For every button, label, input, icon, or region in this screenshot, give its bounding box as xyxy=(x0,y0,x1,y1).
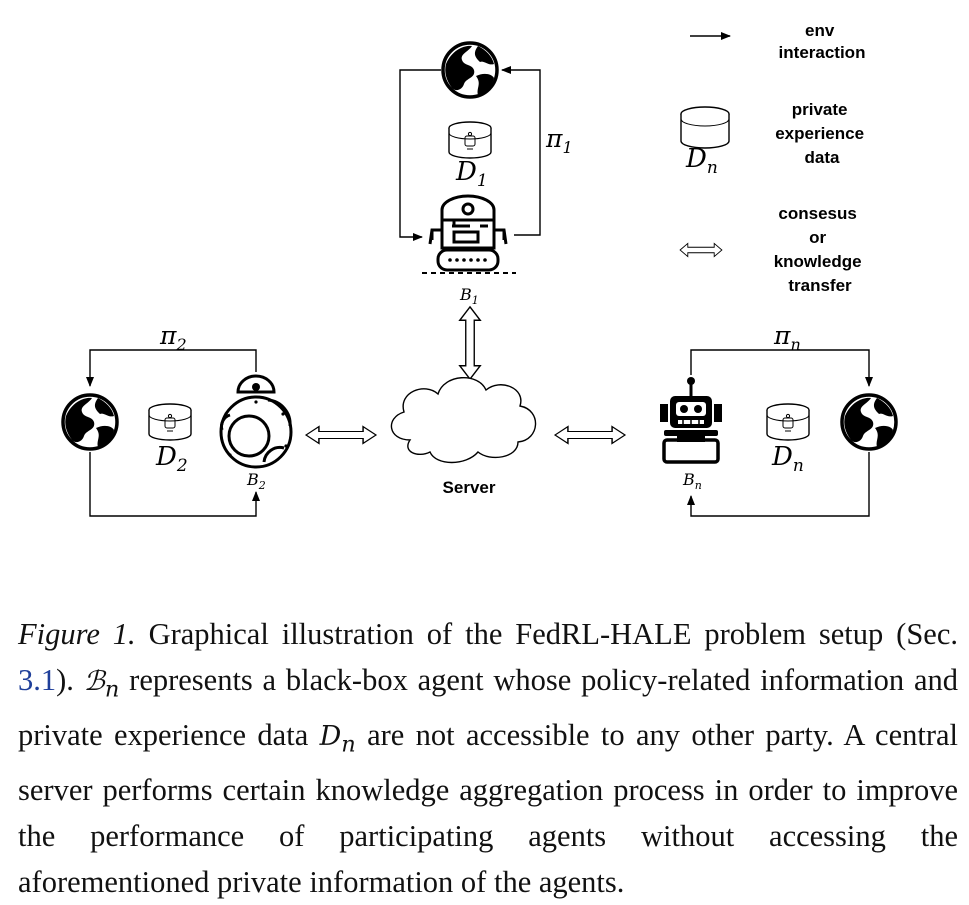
math-symbol-dn: Dn xyxy=(320,721,356,752)
policy-label-pi1: π1 xyxy=(545,124,573,157)
svg-text:private experience: private experience data xyxy=(775,100,869,167)
cloud-icon xyxy=(391,378,535,463)
policy-label-pin: πn xyxy=(773,321,801,354)
agent-right: Bn Dn πn xyxy=(660,321,896,516)
fedrl-hale-diagram: env interaction Dn private experience da… xyxy=(0,0,969,560)
legend-consensus-text: consesus xyxy=(778,204,856,223)
knowledge-transfer-arrow-left xyxy=(306,427,376,444)
caption-text: ). xyxy=(56,663,84,697)
legend-consensus-text: knowledge xyxy=(774,252,862,271)
agent-label-b1: B1 xyxy=(459,285,479,307)
ball-robot-icon xyxy=(221,376,291,467)
globe-icon xyxy=(842,395,896,449)
figure-caption: Figure 1. Graphical illustration of the … xyxy=(18,611,958,905)
policy-arrow xyxy=(90,350,256,386)
data-label-d1: D1 xyxy=(455,157,488,191)
legend-private-text: data xyxy=(805,148,841,167)
policy-label-pi2: π2 xyxy=(159,321,187,354)
robot-icon xyxy=(422,196,516,273)
robot-head-icon xyxy=(660,377,722,462)
legend-consensus-text: transfer xyxy=(788,276,852,295)
legend-consensus-text: or xyxy=(809,228,826,247)
legend-double-arrow xyxy=(680,243,722,256)
legend-database-icon xyxy=(681,107,729,148)
figure-label: Figure 1. xyxy=(18,617,136,651)
agent-left: D2 B2 π2 xyxy=(63,321,291,516)
globe-icon xyxy=(63,395,117,449)
database-icon xyxy=(767,404,809,440)
server: Server xyxy=(391,378,535,497)
legend: env interaction Dn private experience da… xyxy=(680,21,869,295)
knowledge-transfer-arrow-right xyxy=(555,427,625,444)
svg-text:consesus or knowle: consesus or knowledge transfer xyxy=(774,204,867,295)
globe-icon xyxy=(443,43,497,97)
caption-text: Graphical illustration of the FedRL-HALE… xyxy=(136,617,958,651)
server-label: Server xyxy=(443,478,496,497)
math-symbol-bn: ℬn xyxy=(84,666,120,697)
policy-arrow xyxy=(502,70,540,235)
legend-env-text: env xyxy=(805,21,835,40)
data-label-dn: Dn xyxy=(771,442,804,476)
env-arrow xyxy=(400,70,441,237)
legend-private-text: experience xyxy=(775,124,864,143)
knowledge-transfer-arrow-top xyxy=(460,307,480,379)
legend-env-text: interaction xyxy=(779,43,866,62)
agent-top: D1 B1 π1 xyxy=(400,43,573,307)
svg-text:env interaction: env interaction xyxy=(779,21,866,62)
agent-label-bn: Bn xyxy=(682,470,702,492)
policy-arrow xyxy=(691,350,869,386)
section-reference-link[interactable]: 3.1 xyxy=(18,663,56,697)
legend-private-text: private xyxy=(792,100,848,119)
data-label-d2: D2 xyxy=(155,442,188,476)
database-icon xyxy=(449,122,491,158)
database-icon xyxy=(149,404,191,440)
legend-data-symbol: Dn xyxy=(685,144,718,178)
agent-label-b2: B2 xyxy=(246,470,266,492)
